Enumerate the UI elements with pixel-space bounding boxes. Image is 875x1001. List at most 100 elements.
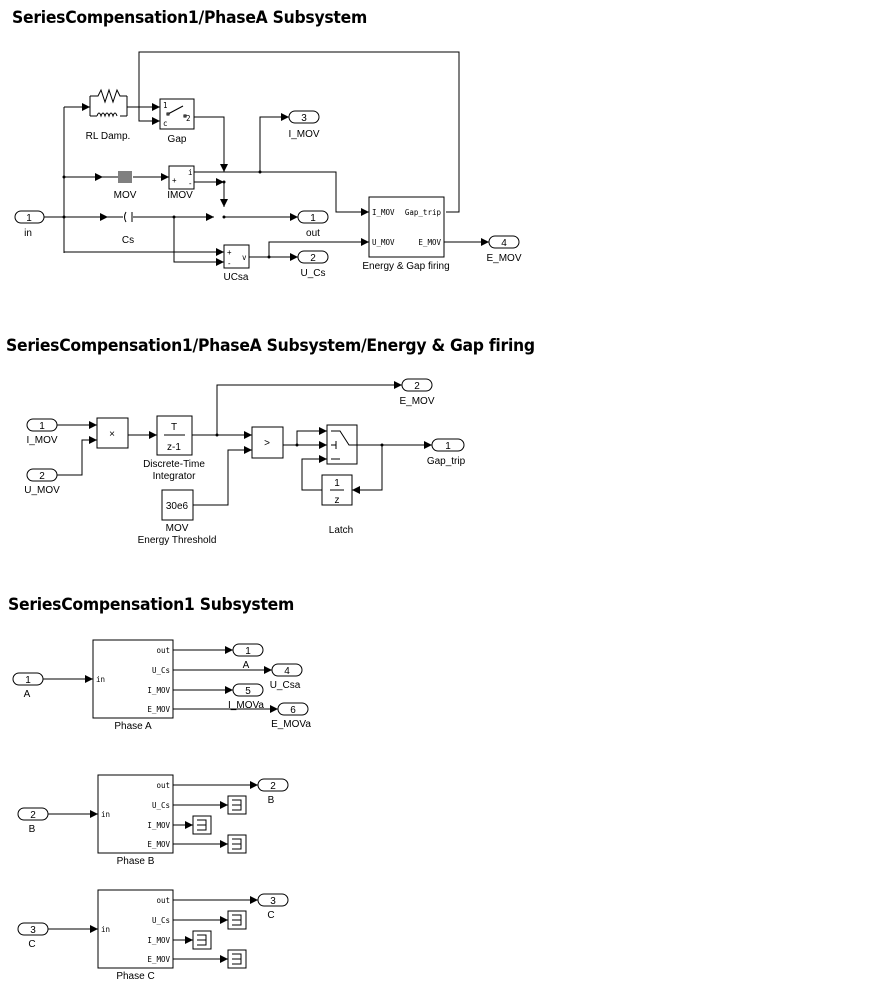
port-u-mov: U_MOV <box>372 238 395 247</box>
imov-label: IMOV <box>167 190 193 201</box>
product-block[interactable]: × <box>96 417 129 449</box>
threshold-value: 30e6 <box>166 501 189 512</box>
port-i-mov: I_MOV <box>147 936 170 945</box>
outport-u-csa[interactable]: 4U_Csa <box>270 663 303 691</box>
outport-label: Gap_trip <box>427 456 466 467</box>
gap-port2: 2 <box>186 114 191 123</box>
threshold-label: Energy Threshold <box>138 535 217 546</box>
phase-block-label: Phase B <box>117 856 155 867</box>
outport-label: E_MOV <box>486 253 521 264</box>
product-symbol: × <box>109 429 115 440</box>
integrator-label: Integrator <box>153 471 196 482</box>
outport-u-cs[interactable]: 2 U_Cs <box>297 250 329 279</box>
gap-switch-block[interactable]: 1 2 c Gap <box>159 98 195 145</box>
outport-label: E_MOV <box>399 396 434 407</box>
ucsa-plus: + <box>227 248 232 257</box>
integrator-block[interactable]: T z-1 Discrete-Time Integrator <box>143 415 205 482</box>
outport-number: 5 <box>245 686 251 697</box>
title-phasea-subsystem: SeriesCompensation1/PhaseA Subsystem <box>12 8 367 28</box>
outport-label: E_MOVa <box>271 719 311 730</box>
gap-label: Gap <box>168 134 187 145</box>
relational-operator-block[interactable]: > <box>251 426 284 459</box>
terminator-block[interactable] <box>192 815 212 835</box>
mov-label: MOV <box>114 190 137 201</box>
port-u-cs: U_Cs <box>152 916 170 925</box>
threshold-label: MOV <box>166 523 189 534</box>
outport-b[interactable]: 2B <box>257 778 289 806</box>
outport-e-mov[interactable]: 4 E_MOV <box>486 235 522 264</box>
inport-label: I_MOV <box>26 435 57 446</box>
phasea-diagram: 1 in RL Damp. 1 2 c Gap <box>14 51 522 283</box>
inport-u-mov[interactable]: 2 U_MOV <box>24 468 60 496</box>
outport-label: I_MOVa <box>228 700 264 711</box>
terminator-block[interactable] <box>227 834 247 854</box>
port-e-mov: E_MOV <box>147 955 170 964</box>
inport-number: 3 <box>30 925 36 936</box>
unit-delay-block[interactable]: 1 z <box>321 474 353 506</box>
outport-c[interactable]: 3C <box>257 893 289 921</box>
inport-a[interactable]: 1A <box>12 672 44 700</box>
outport-e-mova[interactable]: 6E_MOVa <box>271 702 311 730</box>
relational-symbol: > <box>264 438 270 449</box>
energy-gap-firing-block[interactable]: I_MOV U_MOV Gap_trip E_MOV Energy & Gap … <box>362 196 450 272</box>
inport-b[interactable]: 2B <box>17 807 49 835</box>
imov-out: i <box>188 168 193 177</box>
port-u-cs: U_Cs <box>152 666 170 675</box>
imov-block[interactable]: + i - IMOV <box>167 165 195 201</box>
threshold-constant-block[interactable]: 30e6 MOV Energy Threshold <box>138 489 217 546</box>
port-i-mov: I_MOV <box>147 821 170 830</box>
outport-label: U_Cs <box>300 268 325 279</box>
title-series-compensation-subsystem: SeriesCompensation1 Subsystem <box>8 595 295 615</box>
outport-a[interactable]: 1A <box>232 643 264 671</box>
port-out: out <box>156 896 170 905</box>
inport-c[interactable]: 3C <box>17 922 49 950</box>
outport-number: 4 <box>284 666 290 677</box>
rl-damp-label: RL Damp. <box>86 131 131 142</box>
port-e-mov: E_MOV <box>147 840 170 849</box>
phase-block-label: Phase A <box>114 721 152 732</box>
terminator-block[interactable] <box>227 949 247 969</box>
port-in: in <box>96 675 105 684</box>
port-out: out <box>156 781 170 790</box>
outport-number: 2 <box>270 781 276 792</box>
outport-number: 1 <box>310 213 316 224</box>
integrator-numerator: T <box>171 422 177 433</box>
terminator-icon <box>232 838 242 850</box>
energy-block-label: Energy & Gap firing <box>362 261 449 272</box>
outport-i-mova[interactable]: 5I_MOVa <box>228 683 264 711</box>
outport-gap-trip[interactable]: 1 Gap_trip <box>427 438 466 467</box>
outport-i-mov[interactable]: 3 I_MOV <box>288 110 320 140</box>
terminator-block[interactable] <box>192 930 212 950</box>
terminator-icon <box>232 953 242 965</box>
integrator-label: Discrete-Time <box>143 459 205 470</box>
ucsa-block[interactable]: + - v UCsa <box>223 244 250 283</box>
outport-number: 1 <box>245 646 251 657</box>
inport-label: C <box>28 939 35 950</box>
terminator-icon <box>197 819 207 831</box>
outport-e-mov[interactable]: 2 E_MOV <box>399 378 435 407</box>
latch-label: Latch <box>329 525 353 536</box>
mov-block[interactable]: MOV <box>103 171 158 201</box>
terminator-block[interactable] <box>227 795 247 815</box>
phase-block-label: Phase C <box>116 971 154 982</box>
outport-out[interactable]: 1 out <box>297 210 329 239</box>
terminator-icon <box>197 934 207 946</box>
rl-damp-block[interactable]: RL Damp. <box>86 88 131 142</box>
gap-portc: c <box>163 119 168 128</box>
port-in: in <box>101 925 110 934</box>
outport-label: I_MOV <box>288 129 319 140</box>
switch-block[interactable] <box>326 424 358 465</box>
outport-label: B <box>268 795 275 806</box>
delay-numerator: 1 <box>334 478 340 489</box>
terminator-block[interactable] <box>227 910 247 930</box>
inport-i-mov[interactable]: 1 I_MOV <box>26 418 58 446</box>
inport-in[interactable]: 1 in <box>14 210 45 239</box>
inport-number: 1 <box>39 421 45 432</box>
